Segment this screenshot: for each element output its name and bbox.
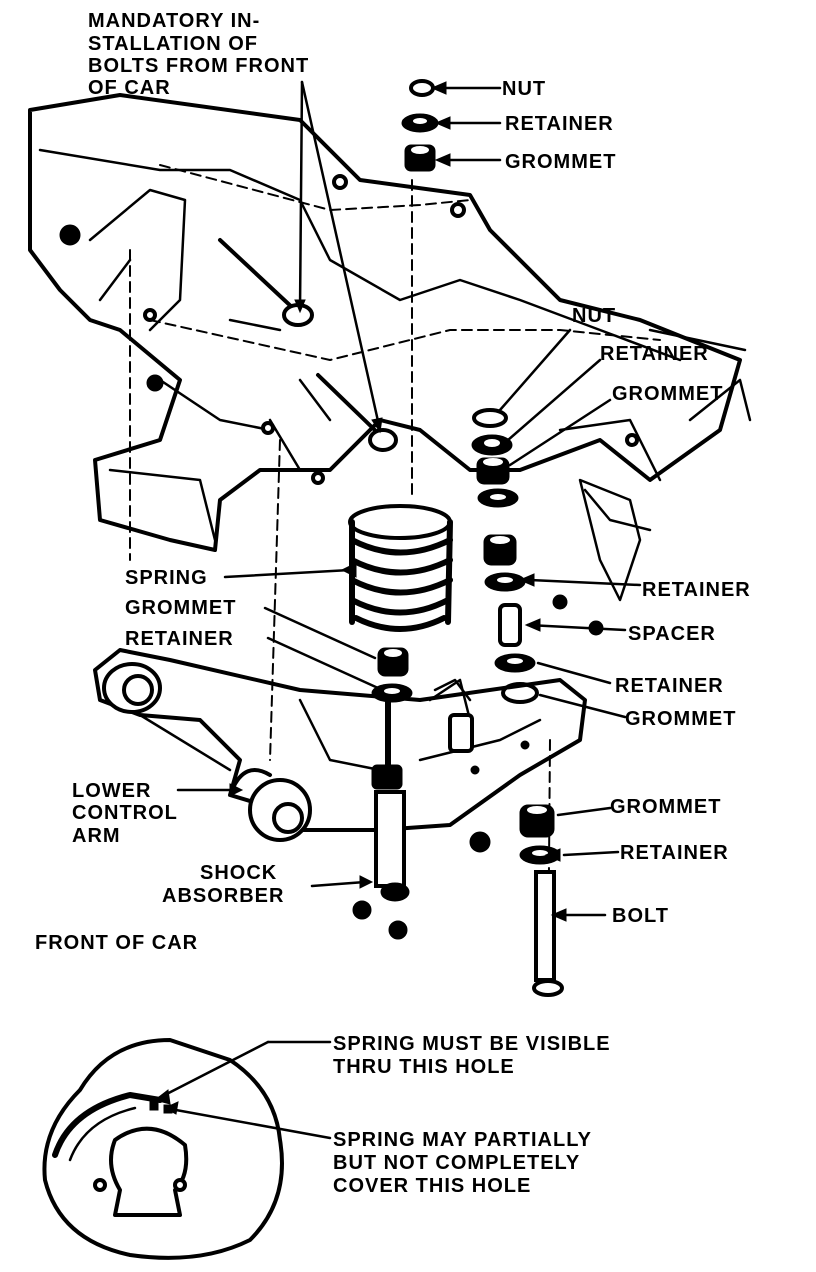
label-spring: SPRING <box>125 567 208 589</box>
label-partial-1: SPRING MAY PARTIALLY <box>333 1129 592 1151</box>
label-grommet-left: GROMMET <box>125 597 236 619</box>
label-grommet-top: GROMMET <box>505 151 616 173</box>
top-nut-icon <box>409 79 435 97</box>
label-lower-3: ARM <box>72 825 121 847</box>
label-bolt: BOLT <box>612 905 669 927</box>
left-stack <box>371 647 413 703</box>
label-mandatory-3: BOLTS FROM FRONT <box>88 55 309 77</box>
frame-nut-left <box>59 224 81 246</box>
label-retainer-top: RETAINER <box>505 113 614 135</box>
label-partial-3: COVER THIS HOLE <box>333 1175 531 1197</box>
label-retainer-right: RETAINER <box>642 579 751 601</box>
shock-absorber <box>352 697 410 940</box>
label-visible-1: SPRING MUST BE VISIBLE <box>333 1033 611 1055</box>
label-mandatory-1: MANDATORY IN- <box>88 10 260 32</box>
low-grommet-icon <box>519 804 555 838</box>
label-shock-2: ABSORBER <box>162 885 284 907</box>
mid-nut-icon <box>472 408 508 428</box>
label-retainer-right-2: RETAINER <box>615 675 724 697</box>
lower-control-arm <box>93 648 587 853</box>
label-retainer-low: RETAINER <box>620 842 729 864</box>
frame-crossmember <box>28 93 752 602</box>
label-spacer: SPACER <box>628 623 716 645</box>
inset-spring-seat <box>42 1038 284 1260</box>
label-retainer-left: RETAINER <box>125 628 234 650</box>
bolt-icon <box>534 870 556 982</box>
mid-stack <box>471 408 604 704</box>
spacer-icon <box>498 603 522 647</box>
coil-spring <box>348 504 453 632</box>
frame-bolt-2 <box>316 373 398 452</box>
label-grommet-low: GROMMET <box>610 796 721 818</box>
lower-stack <box>519 804 564 997</box>
label-lower-1: LOWER <box>72 780 151 802</box>
label-partial-2: BUT NOT COMPLETELY <box>333 1152 580 1174</box>
label-front-of-car: FRONT OF CAR <box>35 932 198 954</box>
frame-nut-mid <box>146 374 164 392</box>
label-lower-2: CONTROL <box>72 802 178 824</box>
label-mandatory-2: STALLATION OF <box>88 33 258 55</box>
partial-hole-icon <box>163 1104 173 1114</box>
label-retainer-mid: RETAINER <box>600 343 709 365</box>
label-shock-1: SHOCK <box>200 862 277 884</box>
label-grommet-mid: GROMMET <box>612 383 723 405</box>
label-visible-2: THRU THIS HOLE <box>333 1056 515 1078</box>
frame-bolt-1 <box>218 238 314 327</box>
label-mandatory-4: OF CAR <box>88 77 171 99</box>
label-nut-top: NUT <box>502 78 546 100</box>
labels: MANDATORY IN- STALLATION OF BOLTS FROM F… <box>35 10 751 1197</box>
label-grommet-right: GROMMET <box>625 708 736 730</box>
visible-hole-icon <box>149 1099 159 1111</box>
label-nut-mid: NUT <box>572 305 616 327</box>
top-stack <box>401 79 439 172</box>
